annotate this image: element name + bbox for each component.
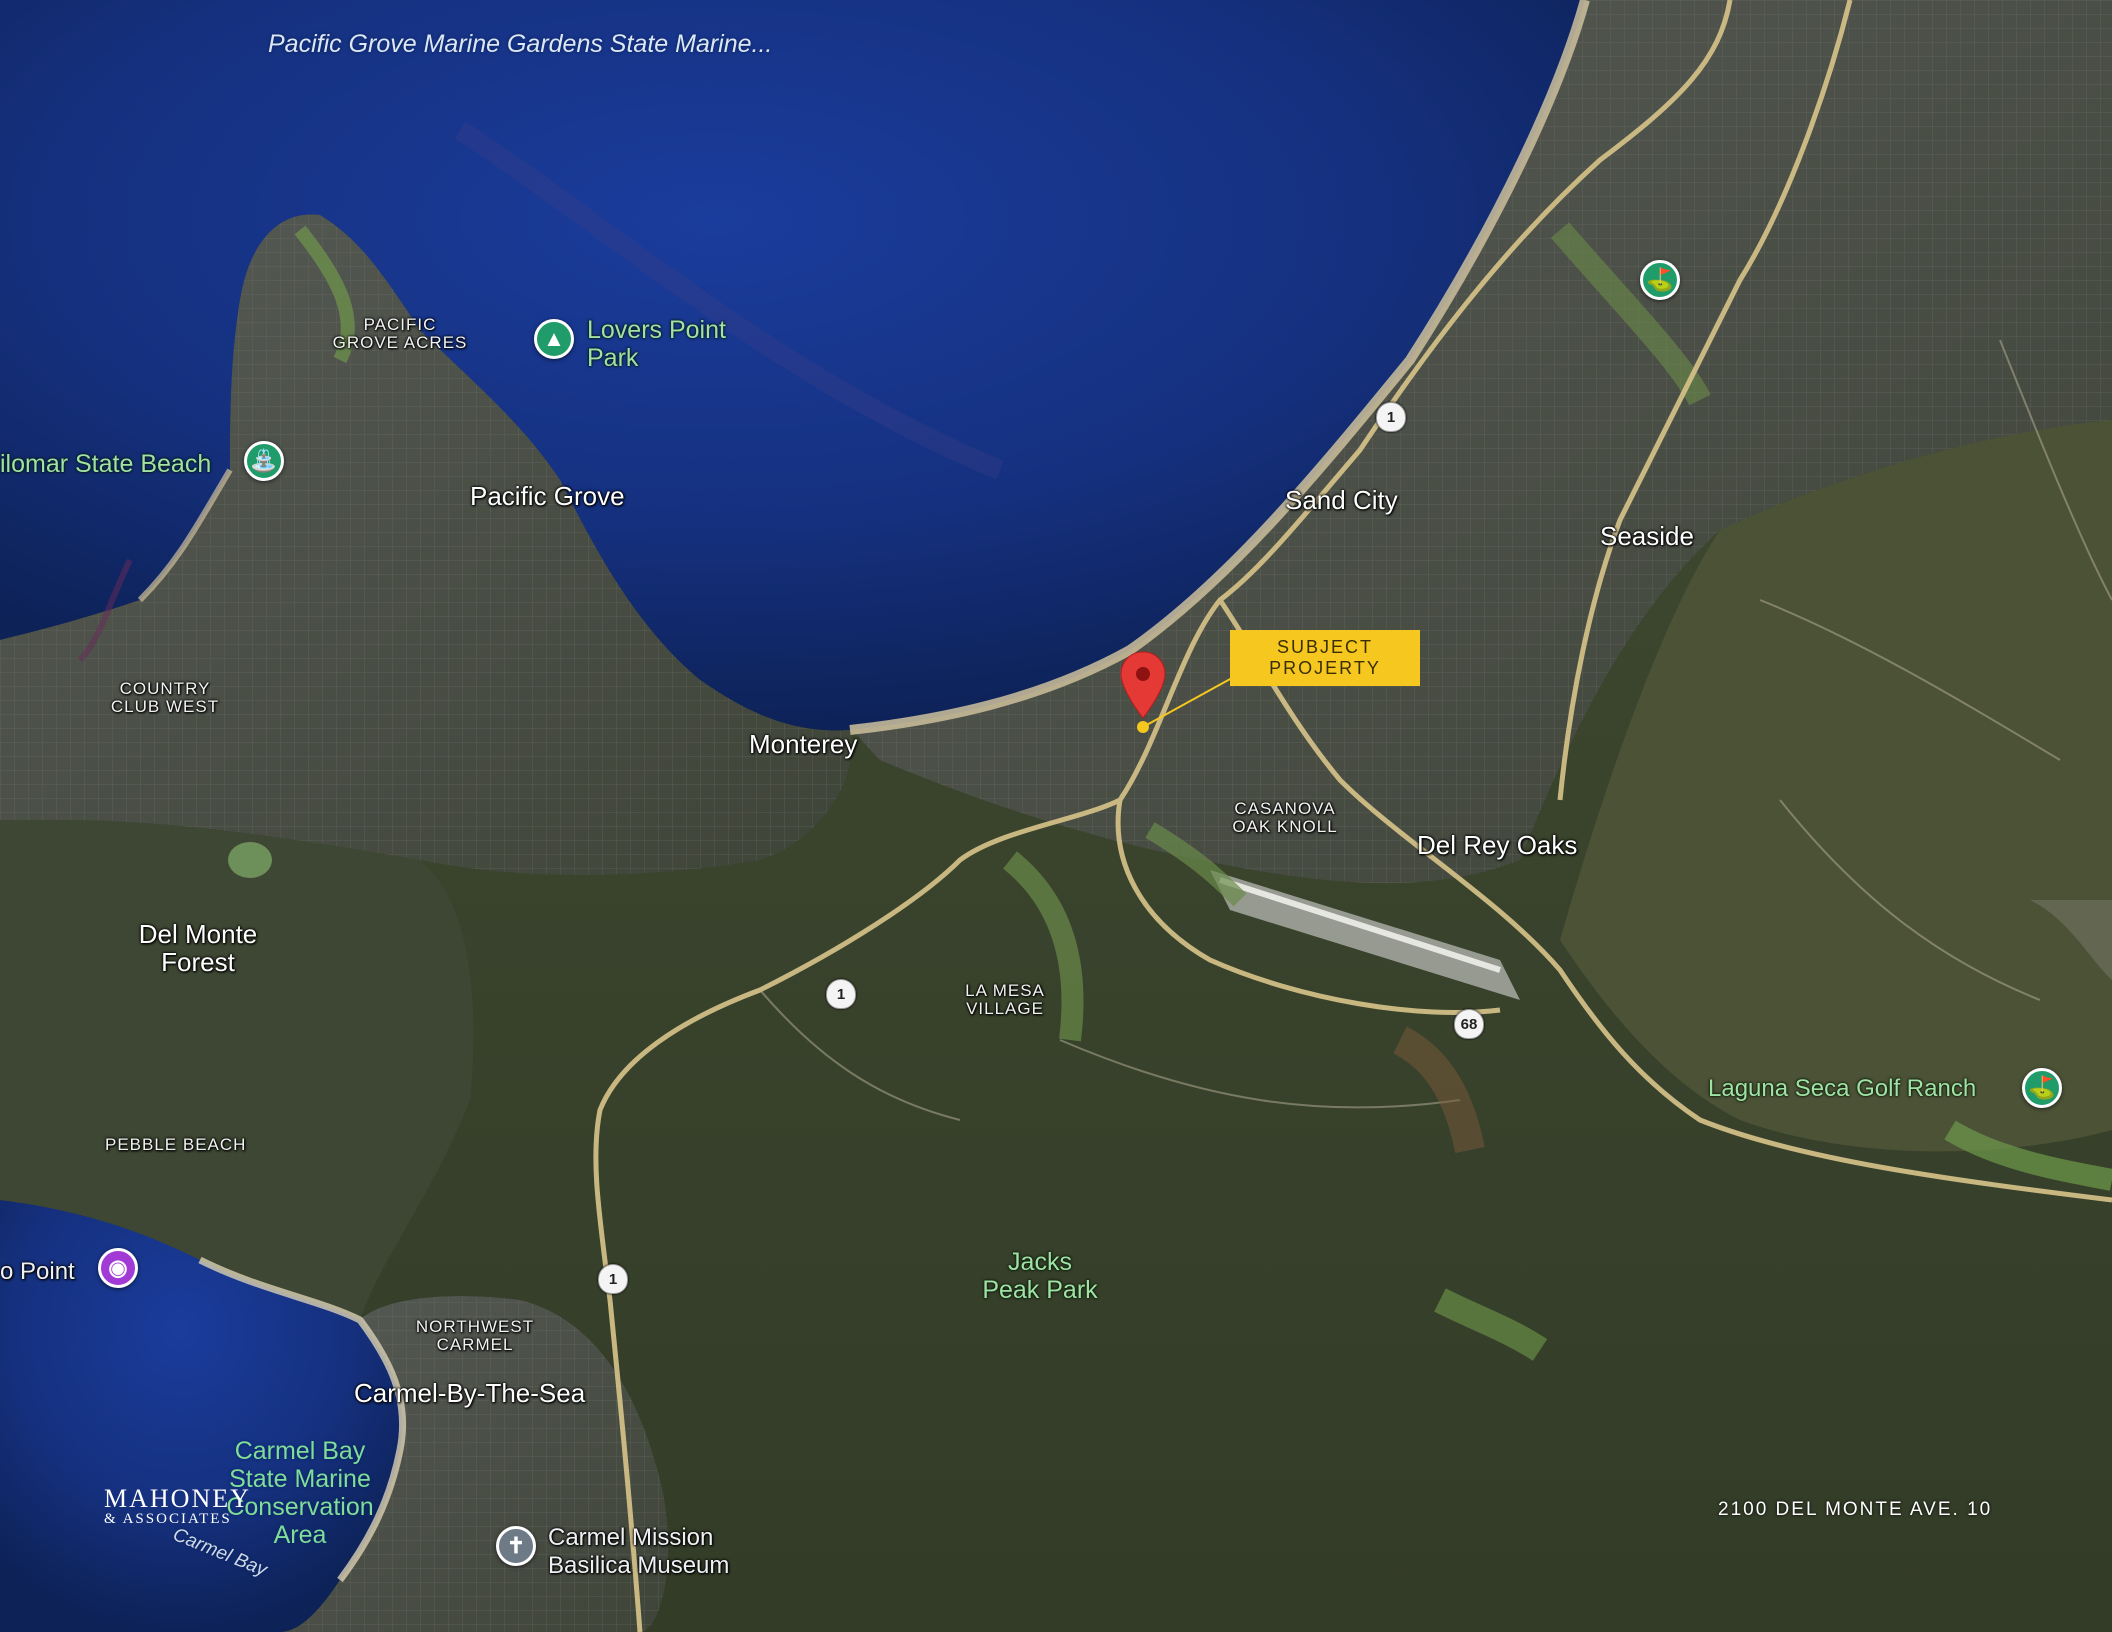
golf-icon[interactable]: ⛳ — [2022, 1068, 2062, 1108]
camera-icon[interactable]: ◉ — [98, 1248, 138, 1288]
city-seaside: Seaside — [1600, 521, 1694, 551]
highway-1-shield: 1 — [598, 1264, 628, 1294]
city-del-rey-oaks: Del Rey Oaks — [1417, 830, 1578, 860]
del-monte-forest — [0, 820, 474, 1320]
cypress-point-label[interactable]: o Point — [0, 1258, 75, 1285]
tree-icon[interactable]: ▲ — [534, 319, 574, 359]
carmel-mission-label[interactable]: Carmel Mission Basilica Museum — [548, 1524, 730, 1579]
subject-line-2: PROJERTY — [1269, 658, 1381, 678]
city-sand-city: Sand City — [1285, 485, 1398, 515]
city-del-monte-forest: Del Monte Forest — [138, 919, 258, 977]
highway-1-shield: 1 — [826, 979, 856, 1009]
subject-property-callout: SUBJECT PROJERTY — [1230, 630, 1420, 686]
city-pacific-grove: Pacific Grove — [470, 481, 625, 511]
laguna-seca-golf-ranch-label[interactable]: Laguna Seca Golf Ranch — [1708, 1075, 1977, 1102]
location-pin-icon[interactable] — [1118, 650, 1168, 720]
beach-icon[interactable]: ⛲ — [244, 441, 284, 481]
beach — [849, 0, 1590, 735]
city-monterey: Monterey — [749, 729, 858, 759]
brand-name: MAHONEY — [104, 1484, 251, 1513]
monterey-bay — [0, 0, 1585, 731]
carmel-bay — [0, 1200, 403, 1632]
mahoney-logo: MAHONEY & ASSOCIATES — [104, 1486, 251, 1527]
brand-sub: & ASSOCIATES — [104, 1511, 232, 1527]
highway-1-shield: 1 — [1376, 402, 1406, 432]
hood-casanova-oak-knoll: CASANOVA OAK KNOLL — [1232, 799, 1338, 836]
hood-pacific-grove-acres: PACIFIC GROVE ACRES — [332, 315, 468, 352]
highways — [593, 0, 2112, 1632]
hood-pebble-beach: PEBBLE BEACH — [105, 1135, 247, 1154]
hood-la-mesa-village: LA MESA VILLAGE — [965, 981, 1045, 1018]
church-icon[interactable]: ✝ — [496, 1526, 536, 1566]
hood-northwest-carmel: NORTHWEST CARMEL — [415, 1317, 535, 1354]
carmel-bay-conservation-area-label[interactable]: Carmel Bay State Marine Conservation Are… — [226, 1437, 374, 1549]
jacks-peak-park-label[interactable]: Jacks Peak Park — [982, 1248, 1098, 1304]
highway-68-shield: 68 — [1454, 1009, 1484, 1039]
city-carmel: Carmel-By-The-Sea — [354, 1378, 586, 1408]
subject-line-1: SUBJECT — [1276, 637, 1373, 657]
lovers-point-park-label[interactable]: Lovers Point Park — [587, 316, 726, 372]
golf-icon[interactable]: ⛳ — [1640, 260, 1680, 300]
hood-country-club-west: COUNTRY CLUB WEST — [110, 679, 220, 716]
property-address: 2100 DEL MONTE AVE. 10 — [1718, 1499, 1993, 1520]
asilomar-state-beach-label[interactable]: ilomar State Beach — [0, 450, 212, 478]
